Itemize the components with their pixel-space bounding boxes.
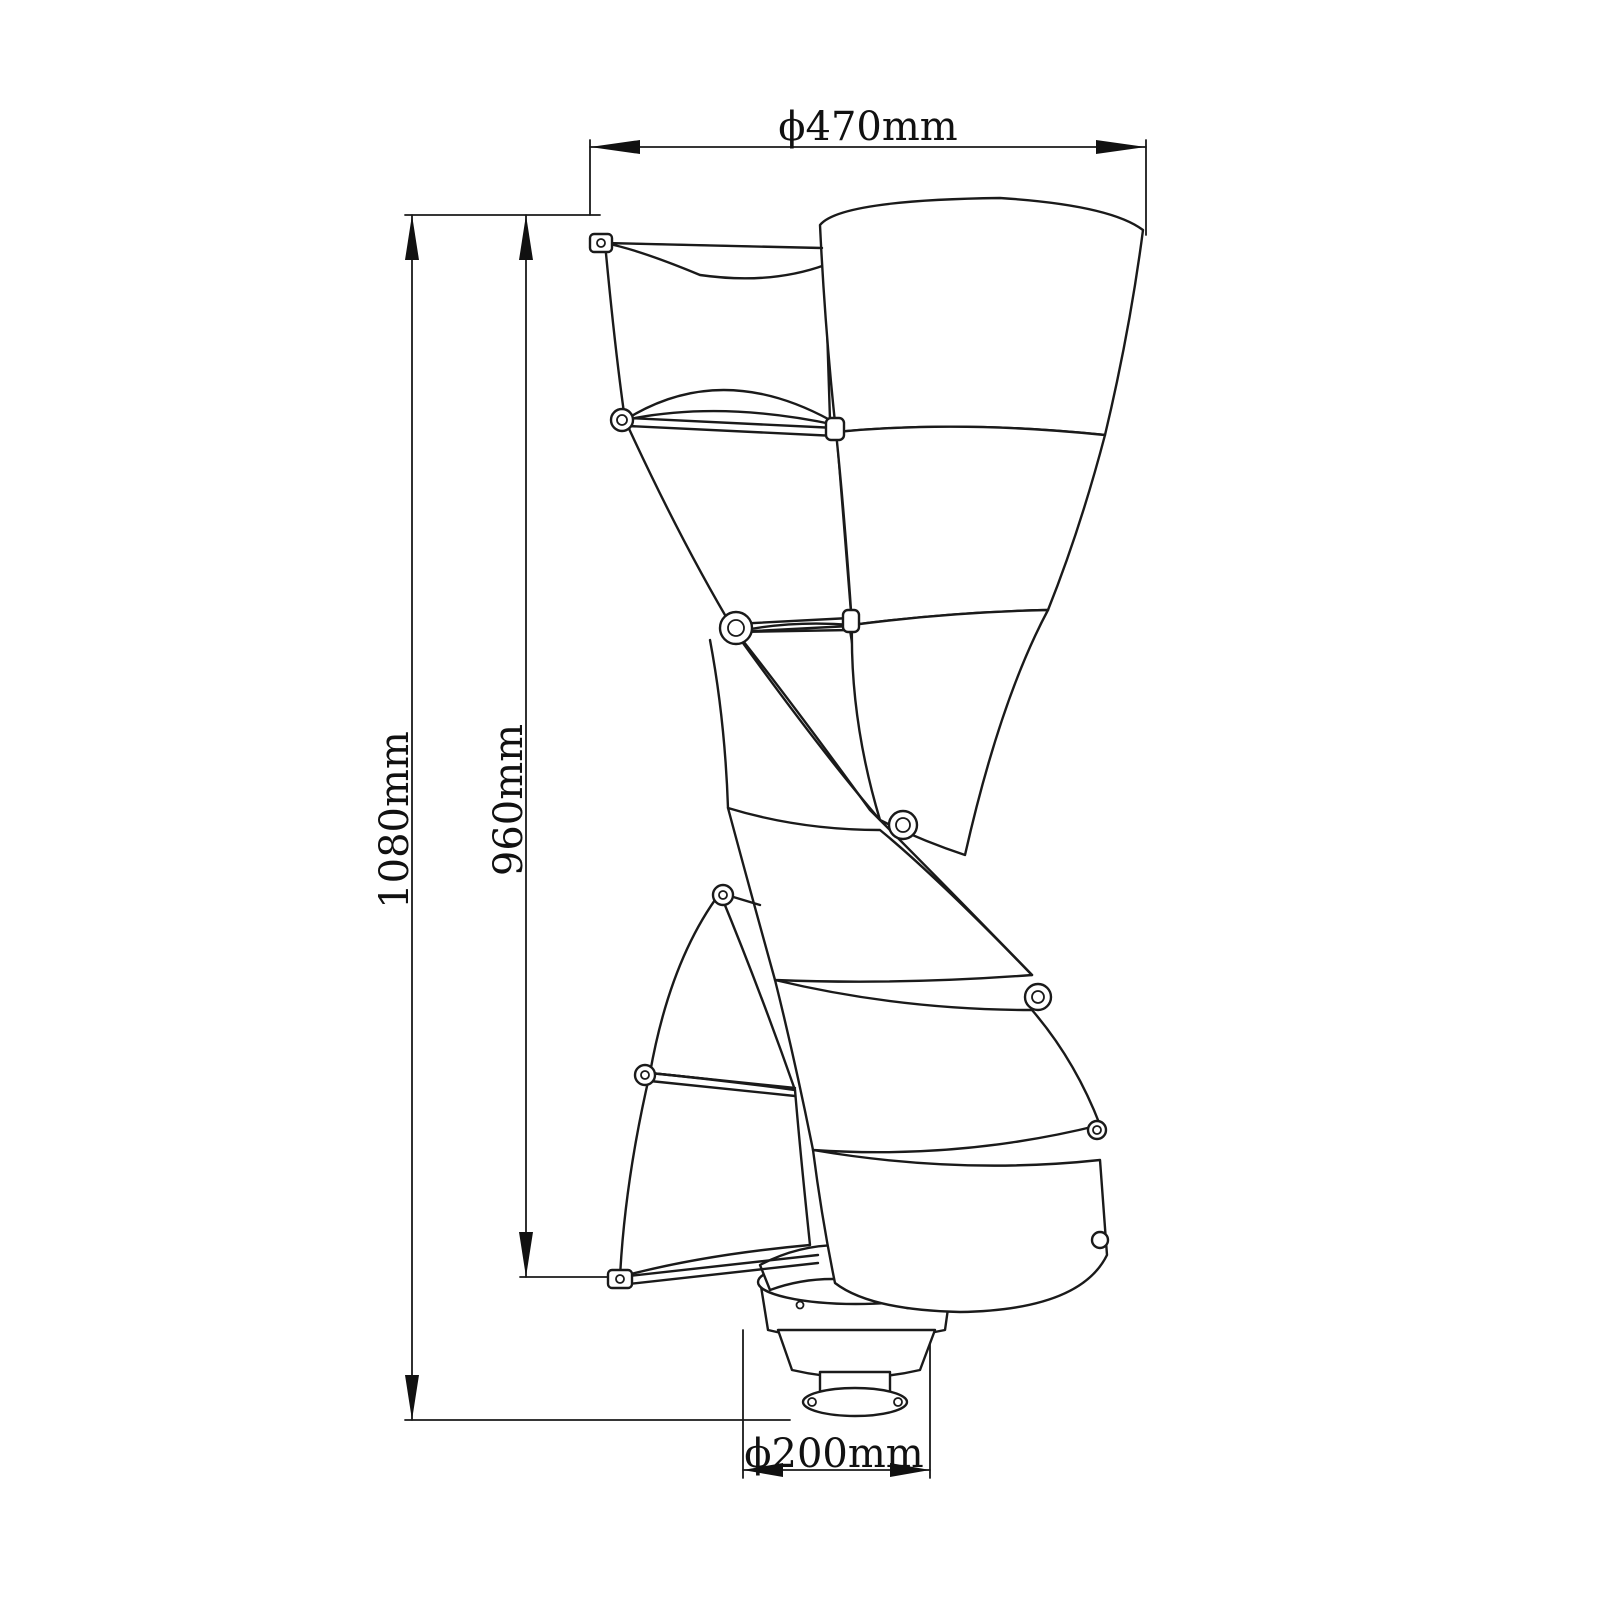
- bolts: [588, 232, 1110, 1290]
- bolt-second-left: [609, 407, 635, 433]
- top-arrow-right: [1096, 140, 1146, 154]
- front-blade-band-4: [726, 806, 1034, 983]
- rear-blade-upper-section: [623, 409, 854, 634]
- bolt-mid-left: [711, 883, 735, 907]
- bolt-second-right: [824, 416, 846, 442]
- top-arrow-left: [590, 140, 640, 154]
- bolt-lower-right: [1023, 982, 1053, 1012]
- rod-second-lower: [626, 424, 838, 438]
- flange-hole-left: [807, 1397, 817, 1407]
- rod-top-stroke: [602, 241, 824, 250]
- rod-lower: [648, 1071, 797, 1090]
- rod-third: [733, 616, 852, 626]
- rod-lower-b: [648, 1079, 797, 1098]
- base-diameter-label: ϕ200mm: [744, 1431, 923, 1477]
- mount-flange: [801, 1386, 909, 1418]
- bolt-bottom-right: [1086, 1119, 1108, 1141]
- bolt-bottom-left: [606, 1268, 634, 1290]
- height-960-arrow-bottom: [519, 1232, 533, 1277]
- rod-bottom-b: [618, 1261, 820, 1287]
- rod-second: [626, 416, 838, 430]
- total-height-label: 1080mm: [372, 731, 418, 909]
- bolt-lower-left: [633, 1063, 657, 1087]
- generator-lower-body: [776, 1328, 937, 1379]
- blade-height-label: 960mm: [486, 724, 532, 876]
- height-1080-arrow-top: [405, 215, 419, 260]
- twist-edge-left: [708, 638, 730, 810]
- front-blade: [708, 196, 1145, 1314]
- flange-hole-right: [893, 1397, 903, 1407]
- twist-edge-upper: [734, 630, 1034, 977]
- bolt-base-right: [1090, 1230, 1110, 1250]
- support-rods: [602, 241, 852, 1287]
- base-arrow-right: [890, 1463, 930, 1477]
- front-blade-band-6: [811, 1148, 1109, 1314]
- height-960-arrow-top: [519, 215, 533, 260]
- rear-blade-top-section: [603, 241, 832, 422]
- housing-bolt-1: [795, 1300, 805, 1310]
- rod-bottom: [618, 1253, 820, 1279]
- rear-blade-bottom-section: [618, 1071, 812, 1279]
- rod-third-lower: [733, 624, 852, 634]
- front-blade-band-3: [850, 608, 1050, 857]
- dimension-lines: [404, 139, 1147, 1479]
- bolt-third-left: [718, 610, 754, 646]
- front-blade-band-2: [834, 425, 1107, 627]
- bolt-mid-right: [887, 809, 919, 841]
- base-arrow-left: [743, 1463, 783, 1477]
- height-1080-arrow-bottom: [405, 1375, 419, 1420]
- front-blade-band-5: [773, 978, 1102, 1154]
- rotor-diameter-label: ϕ470mm: [778, 104, 957, 150]
- bolt-top: [588, 232, 614, 254]
- front-blade-band-1: [818, 196, 1145, 437]
- bolt-third-right: [841, 608, 861, 634]
